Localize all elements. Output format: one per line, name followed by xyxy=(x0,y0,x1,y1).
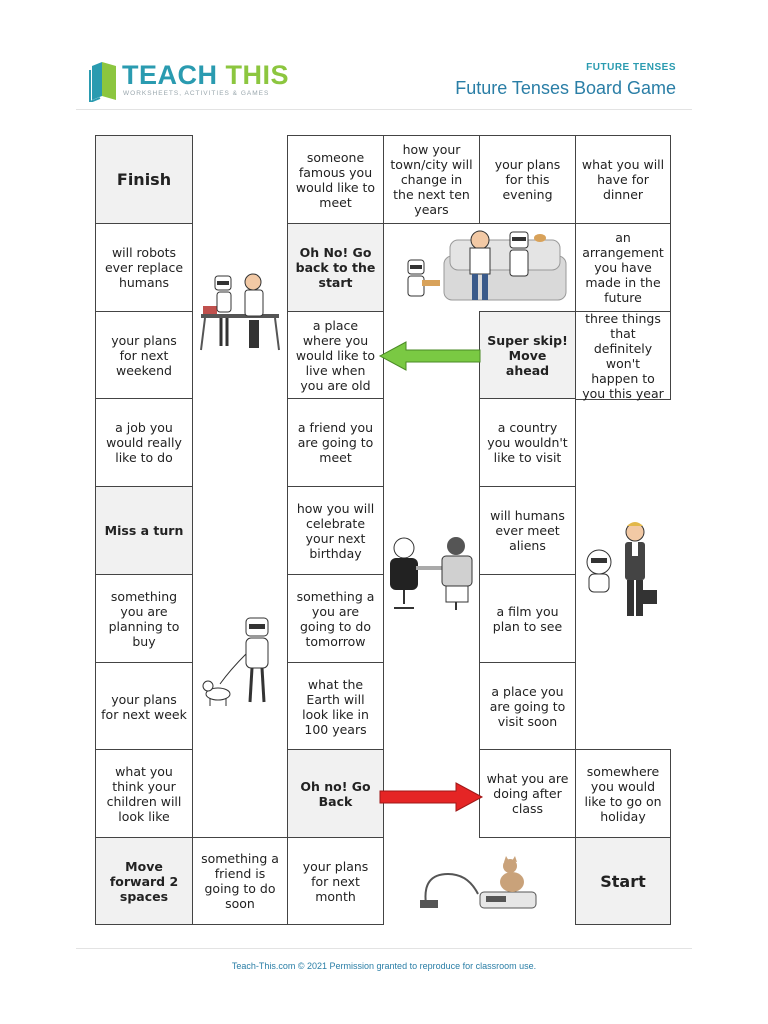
board-cell: how your town/city will change in the ne… xyxy=(383,135,480,224)
green-arrow-left-icon xyxy=(378,341,481,371)
page-title: Future Tenses Board Game xyxy=(455,78,676,98)
board-cell: what the Earth will look like in 100 yea… xyxy=(287,662,384,751)
people-computers-illustration xyxy=(390,537,473,610)
board-cell: will robots ever replace humans xyxy=(95,223,193,312)
board-cell: what you are doing after class xyxy=(479,749,576,838)
miss-turn-cell: Miss a turn xyxy=(95,486,193,575)
board-cell: a place where you would like to live whe… xyxy=(287,311,384,400)
robot-dog-illustration xyxy=(202,617,269,706)
go-back-cell: Oh no! Go Back xyxy=(287,749,384,838)
logo-tagline: WORKSHEETS, ACTIVITIES & GAMES xyxy=(123,90,270,97)
board-cell: what you will have for dinner xyxy=(575,135,671,224)
board-cell: your plans for next month xyxy=(287,837,384,925)
cat-vacuum-illustration xyxy=(420,856,537,909)
board-cell: your plans for next week xyxy=(95,662,193,751)
red-arrow-right-icon xyxy=(379,782,484,812)
finish-cell: Finish xyxy=(95,135,193,224)
board-cell: your plans for this evening xyxy=(479,135,576,224)
robots-sofa-illustration xyxy=(407,230,567,301)
category-label: FUTURE TENSES xyxy=(586,62,676,73)
start-cell: Start xyxy=(575,837,671,925)
board-cell: your plans for next weekend xyxy=(95,311,193,400)
board-cell: what you think your children will look l… xyxy=(95,749,193,838)
board-cell: how you will celebrate your next birthda… xyxy=(287,486,384,575)
header-divider xyxy=(76,109,692,110)
logo-text: TEACH THIS xyxy=(122,60,290,90)
board-cell: somewhere you would like to go on holida… xyxy=(575,749,671,838)
board-cell: a job you would really like to do xyxy=(95,398,193,487)
board-cell: a place you are going to visit soon xyxy=(479,662,576,751)
board-cell: three things that definitely won't happe… xyxy=(575,311,671,401)
robot-workbench-illustration xyxy=(200,273,280,351)
board-cell: something a friend is going to do soon xyxy=(192,837,288,925)
back-to-start-cell: Oh No! Go back to the start xyxy=(287,223,384,312)
board-cell: an arrangement you have made in the futu… xyxy=(575,223,671,312)
board-cell: something a you are going to do tomorrow xyxy=(287,574,384,663)
footer-copyright: Teach-This.com © 2021 Permission granted… xyxy=(231,961,537,971)
board-cell: a film you plan to see xyxy=(479,574,576,663)
footer-divider xyxy=(76,948,692,949)
book-logo-icon xyxy=(89,62,116,102)
board-cell: a friend you are going to meet xyxy=(287,398,384,487)
board-cell: something you are planning to buy xyxy=(95,574,193,663)
move-forward-cell: Move forward 2 spaces xyxy=(95,837,193,925)
board-cell: will humans ever meet aliens xyxy=(479,486,576,575)
board-cell: someone famous you would like to meet xyxy=(287,135,384,224)
board-cell: a country you wouldn't like to visit xyxy=(479,398,576,487)
super-skip-cell: Super skip! Move ahead xyxy=(479,311,576,400)
robot-businessman-illustration xyxy=(586,522,657,616)
